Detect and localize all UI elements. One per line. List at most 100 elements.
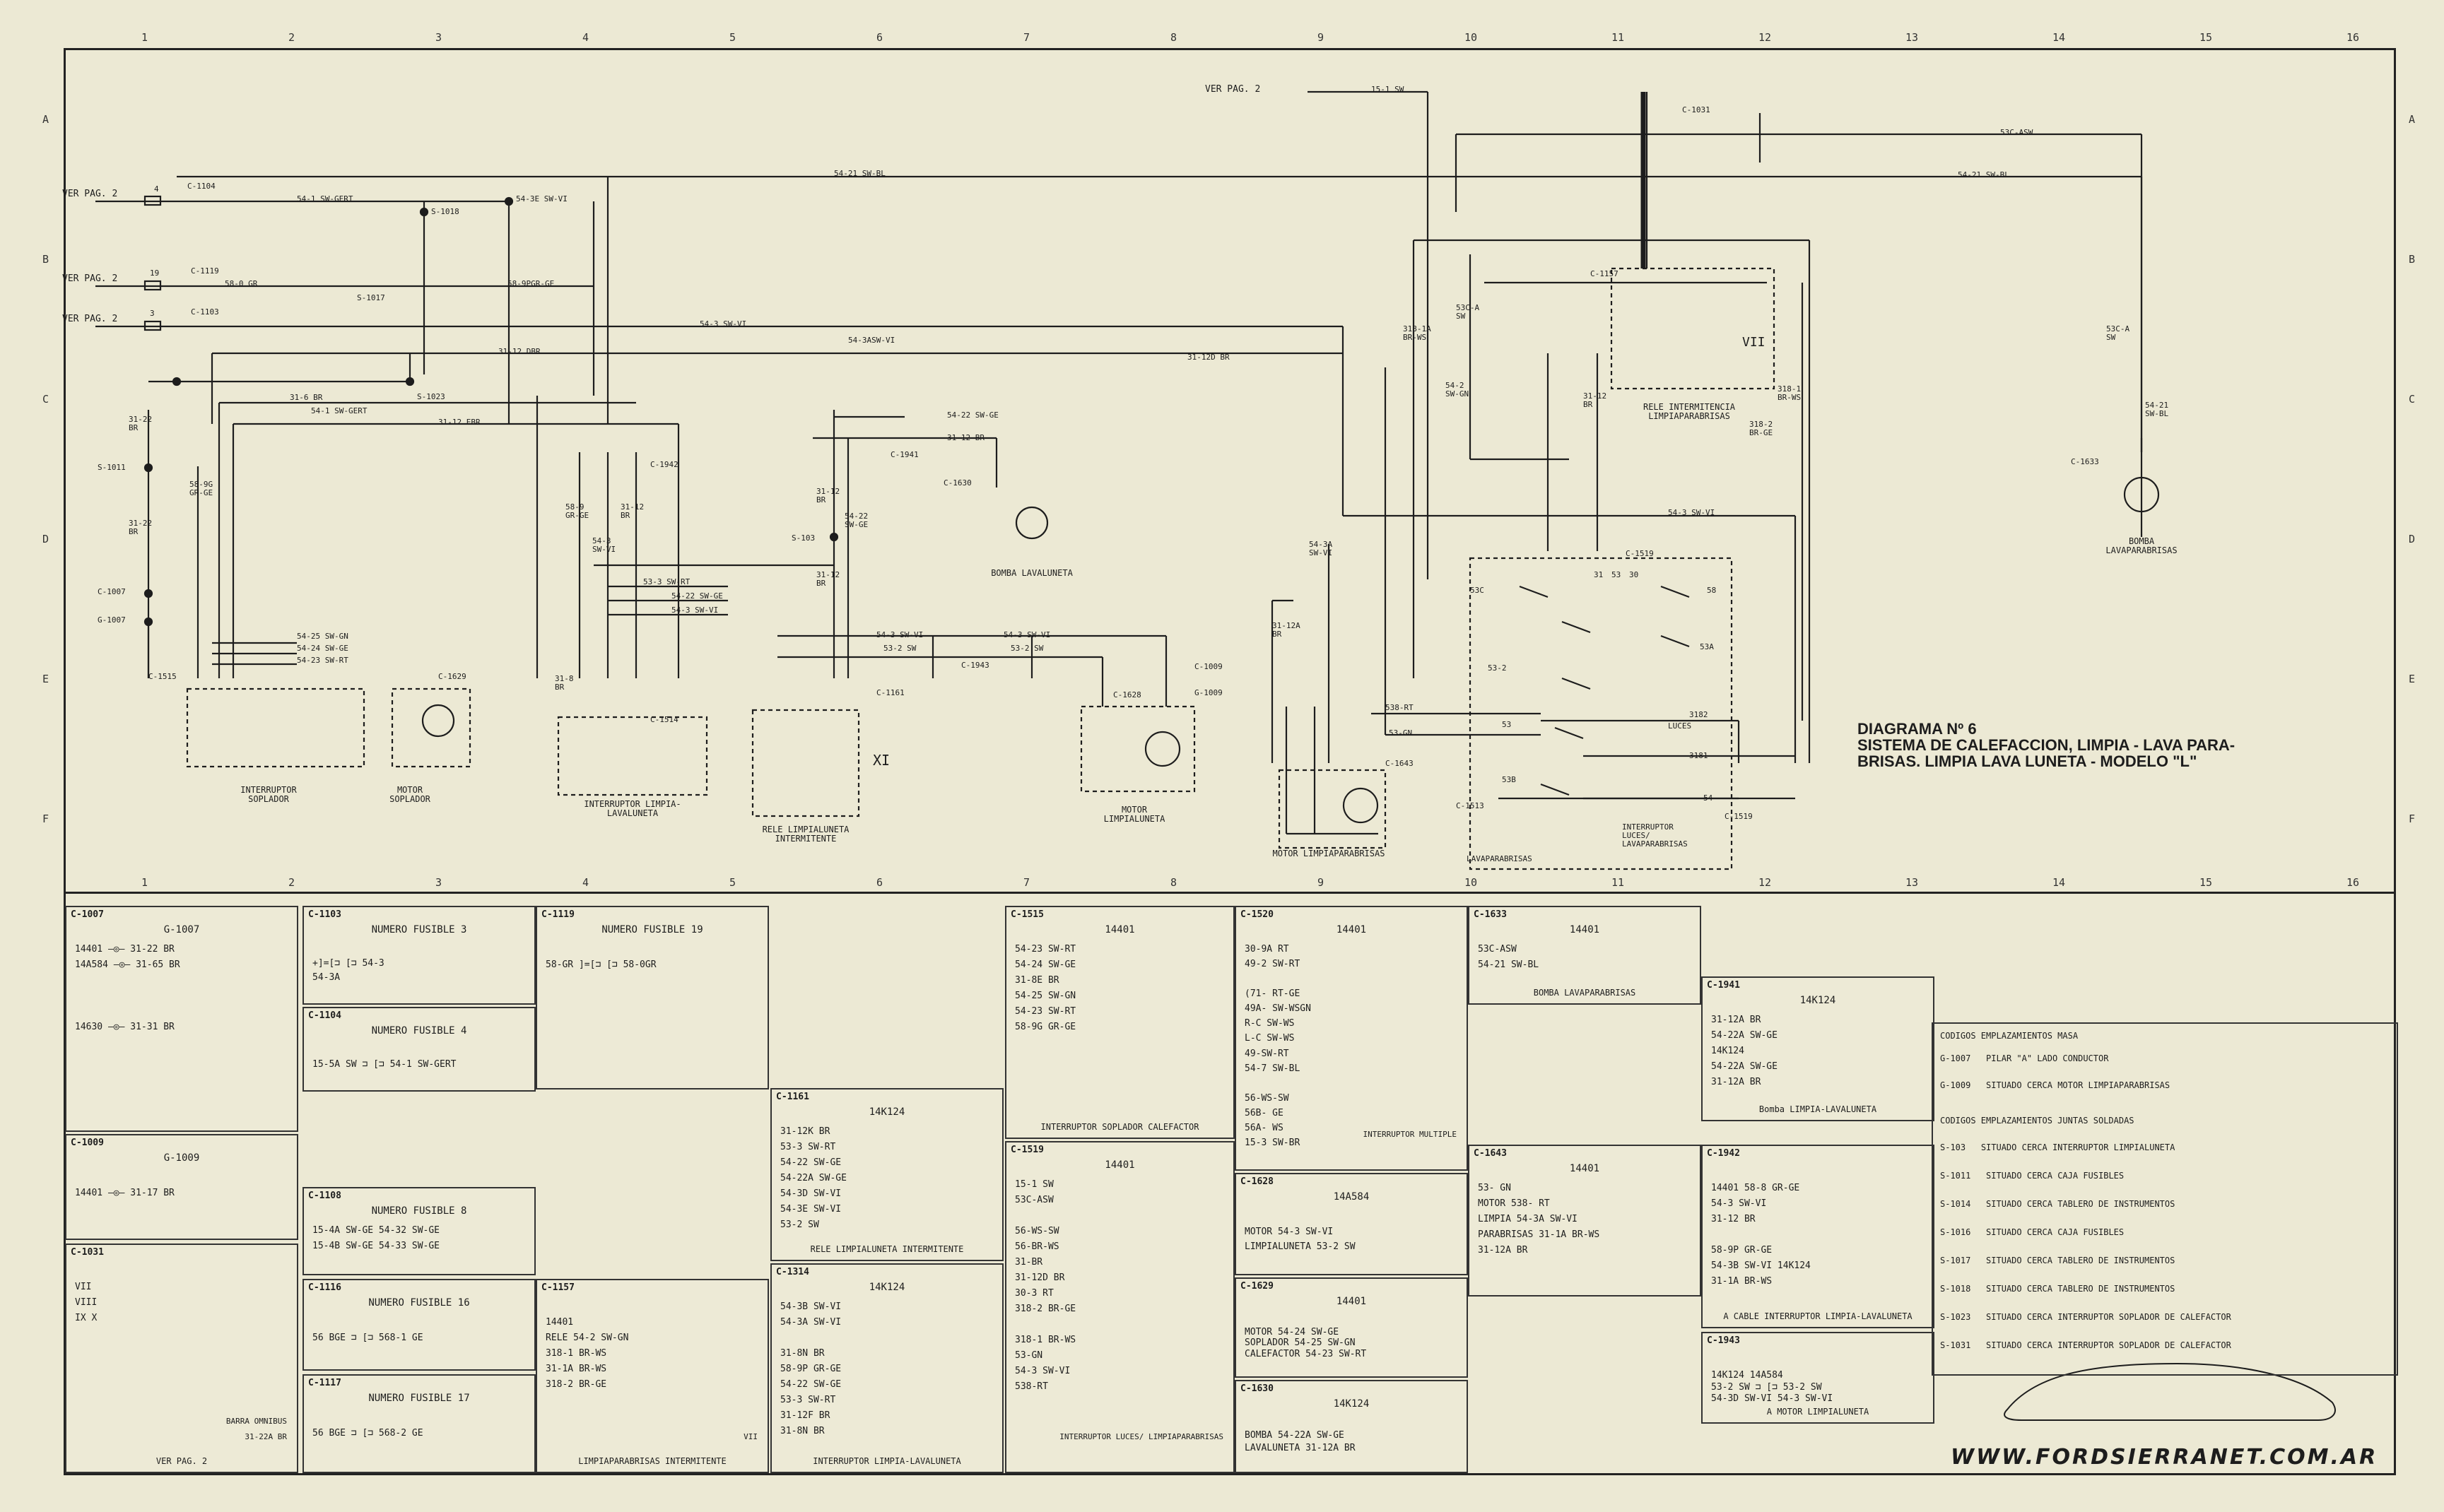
row-label: D: [2409, 533, 2416, 545]
panel-pin-row: 15-1 SW: [1015, 1179, 1054, 1190]
bomba-lavaparabrisas-label: BOMBA LAVAPARABRISAS: [2105, 536, 2178, 556]
panel-pin-row: 31-BR: [1015, 1257, 1043, 1268]
wire-label: 318-1 BR-WS: [1778, 384, 1802, 403]
code-id: S-1018: [1940, 1284, 1971, 1294]
code-desc: SITUADO CERCA INTERRUPTOR SOPLADOR DE CA…: [1986, 1312, 2231, 1322]
panel-title: C-1629: [1240, 1281, 1274, 1292]
panel-pin-row: 54-3E SW-VI: [780, 1204, 842, 1215]
connector-label: C-1031: [1682, 105, 1710, 114]
panel-pin-row: 31-8N BR: [780, 1348, 825, 1359]
col-label: 9: [1317, 31, 1324, 44]
terminal-label: 53A: [1700, 642, 1714, 651]
row-label: B: [42, 253, 49, 266]
splice-label: S-1017: [357, 293, 385, 302]
terminal-label: 53B: [1502, 775, 1516, 784]
panel-title: C-1009: [71, 1138, 104, 1148]
motor-limpiaparabrisas-label: MOTOR LIMPIAPARABRISAS: [1272, 849, 1385, 858]
panel-pin-row: 56 BGE ⊐ [⊐ 568-1 GE: [312, 1333, 423, 1343]
interruptor-luces-label: INTERRUPTOR LUCES/ LAVAPARABRISAS: [1622, 822, 1688, 849]
terminal-label: 54: [1703, 793, 1713, 803]
wire-label: 53C-ASW: [2000, 128, 2033, 137]
row-label: B: [2409, 253, 2416, 266]
location-codes-table: CODIGOS EMPLAZAMIENTOS MASA G-1007 PILAR…: [1932, 1022, 2398, 1376]
row-label: D: [42, 533, 49, 545]
panel-pin-row: +]=[⊐ [⊐ 54-3: [312, 958, 384, 969]
panel-caption: LIMPIAPARABRISAS INTERMITENTE: [578, 1456, 727, 1466]
code-id: S-103: [1940, 1142, 1966, 1152]
panel-title: C-1314: [776, 1267, 809, 1277]
luces-label: LUCES: [1668, 721, 1692, 731]
bomba-lavaluneta-symbol: [1015, 506, 1049, 540]
col-label: 4: [582, 876, 589, 889]
connector-label: C-1633: [2071, 457, 2099, 466]
row-label: C: [2409, 393, 2416, 406]
terminal-label: 31: [1594, 570, 1604, 579]
col-label: 4: [582, 31, 589, 44]
wire-label: 54-21 SW-BL: [1958, 170, 2009, 179]
code-id: S-1023: [1940, 1312, 1971, 1322]
panel-heading: G-1009: [163, 1152, 200, 1164]
panel-pin-row: 14401 —◎— 31-17 BR: [75, 1188, 175, 1198]
panel-heading: 14A584: [1333, 1191, 1370, 1203]
panel-title: C-1116: [308, 1282, 341, 1293]
panel-title: C-1941: [1707, 980, 1740, 991]
panel-pin-row: 14401 —◎— 31-22 BR: [75, 944, 175, 955]
panel-pin-row: 58-GR ]=[⊐ [⊐ 58-0GR: [546, 959, 657, 970]
panel-pin-row: 53C-ASW: [1478, 944, 1517, 955]
masa-code-row: G-1007 PILAR "A" LADO CONDUCTOR: [1940, 1053, 2108, 1063]
wire-label: 54-3 SW-VI: [671, 606, 719, 615]
motor-limpiaparabrisas-box: [1278, 769, 1387, 849]
rele-intermitencia-box: [1610, 267, 1775, 390]
code-desc: PILAR "A" LADO CONDUCTOR: [1986, 1053, 2109, 1063]
panel-title: C-1628: [1240, 1176, 1274, 1187]
row-label: F: [42, 813, 49, 825]
bomba-lavaparabrisas-symbol: [2123, 476, 2160, 513]
wire-label: 58-9 GR-GE: [565, 502, 589, 521]
col-label: 13: [1905, 31, 1919, 44]
col-label: 14: [2052, 31, 2066, 44]
wire-label: 54-1 SW-GERT: [297, 194, 353, 203]
wire-label: 54-3 SW-VI: [1668, 508, 1715, 517]
panel-pin-row: IX X: [75, 1313, 98, 1323]
panel-title: C-1007: [71, 909, 104, 920]
panel-pin-row: 54-3A: [312, 972, 341, 983]
connector-label: C-1514: [650, 715, 678, 724]
panel-pin-row: RELE 54-2 SW-GN: [546, 1333, 629, 1343]
panel-pin-row: 53- GN: [1478, 1183, 1511, 1193]
panel-title: C-1643: [1474, 1148, 1507, 1159]
panel-pin-row: 31-8E BR: [1015, 975, 1059, 986]
row-label: A: [2409, 113, 2416, 126]
panel-pin-row: 30-3 RT: [1015, 1288, 1054, 1299]
car-silhouette: [2004, 1362, 2336, 1421]
panel-caption: BOMBA LAVAPARABRISAS: [1533, 988, 1636, 998]
rele-xi-number: XI: [873, 752, 891, 769]
panel-pin-row: 53-GN: [1015, 1350, 1043, 1361]
wire-label: 54-21 SW-BL: [834, 169, 886, 178]
interruptor-soplador-label: INTERRUPTOR SOPLADOR: [240, 785, 297, 805]
wire-label: 31-12A BR: [1272, 621, 1300, 639]
wire-label: 53-2 SW: [883, 644, 917, 653]
panel-pin-row: 31-12A BR: [1711, 1077, 1761, 1087]
junta-code-row: S-1017 SITUADO CERCA TABLERO DE INSTRUME…: [1940, 1256, 2175, 1265]
col-label: 3: [435, 876, 442, 889]
panel-pin-row: 54-3D SW-VI: [780, 1188, 842, 1199]
panel-pin-row: 15-4B SW-GE 54-33 SW-GE: [312, 1241, 440, 1251]
panel-pin-row: 31-1A BR-WS: [546, 1364, 607, 1374]
fuse-label: 19: [150, 268, 160, 278]
code-desc: SITUADO CERCA INTERRUPTOR SOPLADOR DE CA…: [1986, 1340, 2231, 1350]
panel-title: C-1633: [1474, 909, 1507, 920]
panel-pin-row: VIII: [75, 1297, 98, 1308]
panel-pin-row: 31-12A BR: [1478, 1245, 1528, 1256]
motor-limpialuneta-symbol: [1144, 731, 1181, 767]
junta-code-row: S-1023 SITUADO CERCA INTERRUPTOR SOPLADO…: [1940, 1312, 2231, 1322]
col-label: 6: [876, 876, 883, 889]
wire-label: 54-3E SW-VI: [516, 194, 568, 203]
